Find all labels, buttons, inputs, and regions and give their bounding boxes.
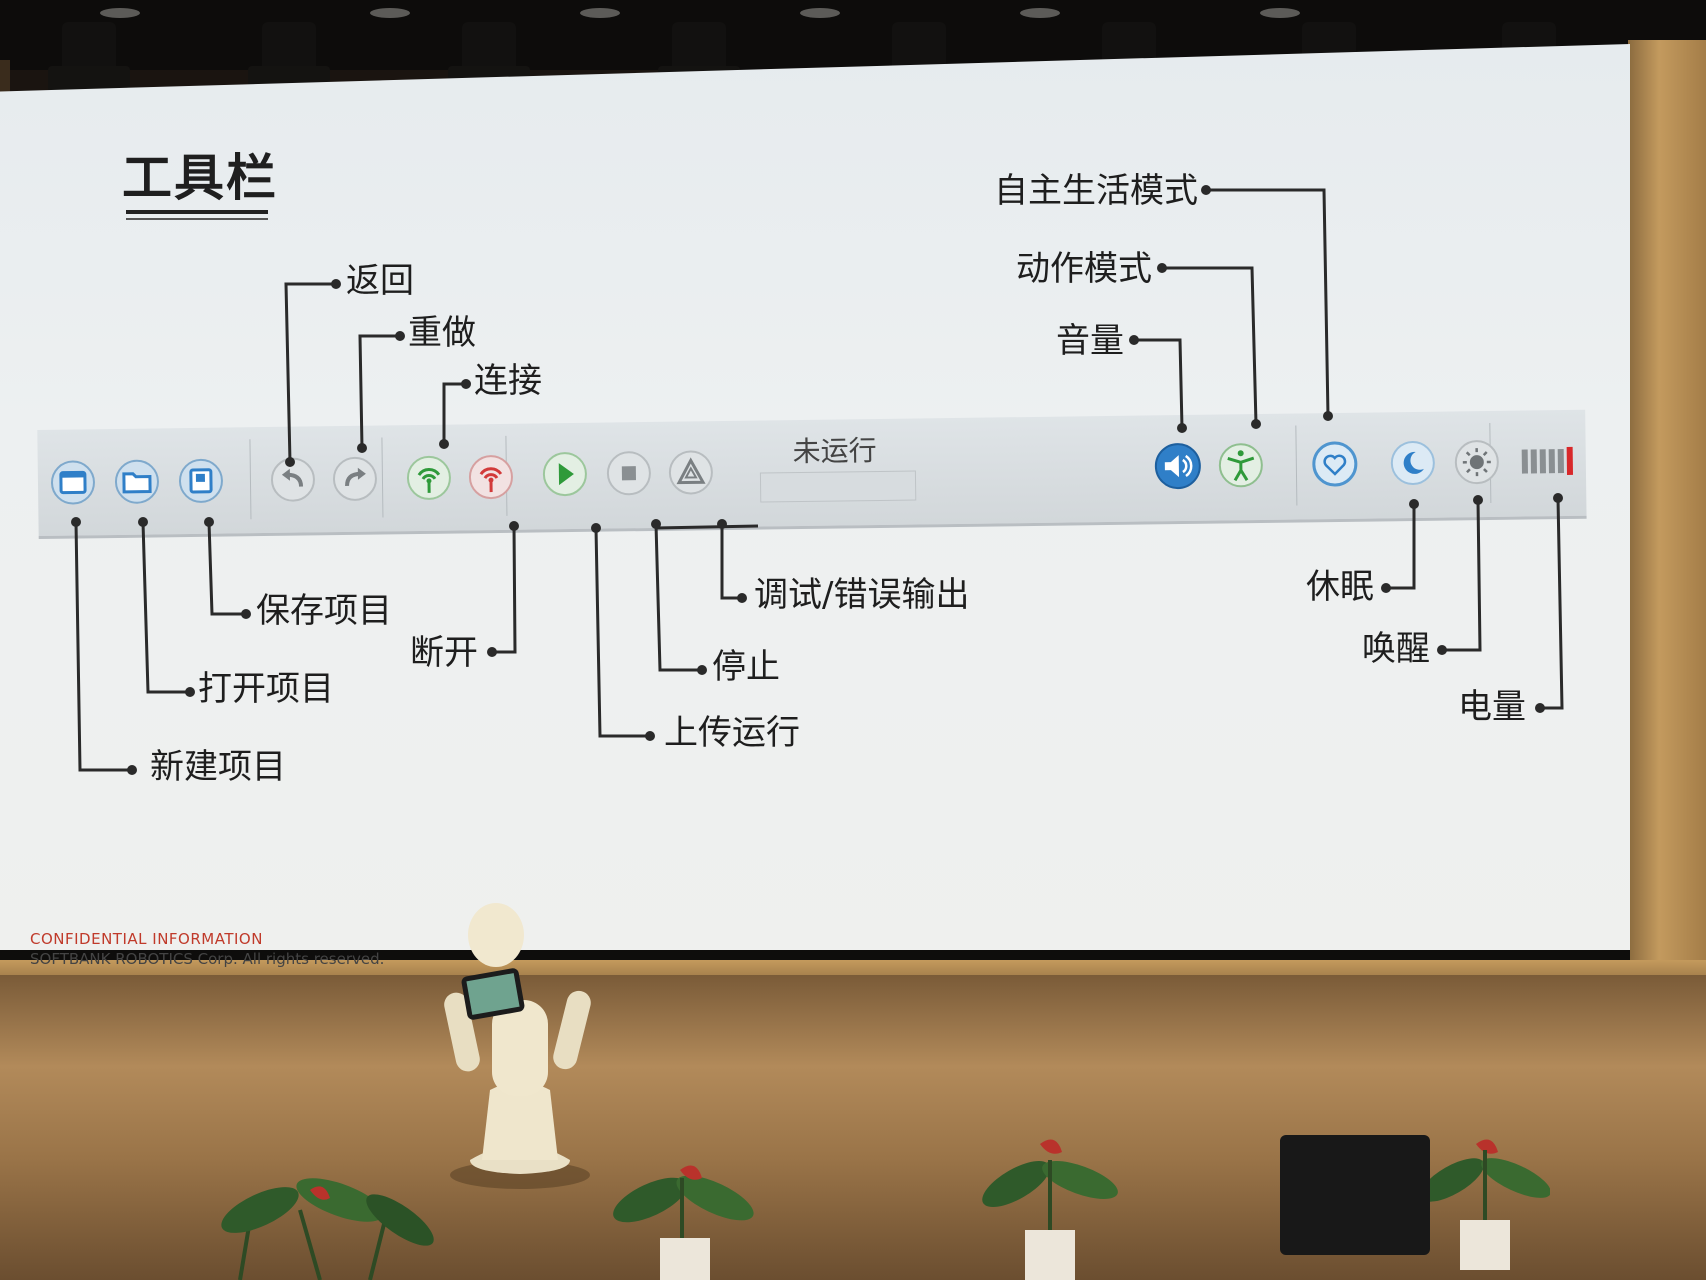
title-underline — [126, 210, 268, 214]
callout-volume: 音量 — [1056, 321, 1124, 361]
debug-output-button[interactable] — [666, 447, 717, 498]
callout-redo: 重做 — [408, 313, 476, 353]
autonomous-life-button[interactable] — [1310, 439, 1361, 490]
toolbar-separator — [381, 437, 384, 518]
callout-animation-mode: 动作模式 — [1016, 249, 1152, 289]
callout-sleep: 休眠 — [1306, 567, 1374, 607]
ceiling-spotlight — [800, 8, 840, 18]
copyright-notice: SOFTBANK ROBOTICS Corp. All rights reser… — [30, 950, 385, 968]
open-folder-icon — [114, 459, 159, 504]
choregraphe-toolbar: 未运行 — [37, 409, 1587, 539]
upload-run-button[interactable] — [540, 449, 591, 500]
potted-plant — [613, 1165, 754, 1280]
disconnect-button[interactable] — [466, 452, 517, 503]
animation-mode-icon — [1218, 443, 1263, 488]
heart-icon — [1312, 441, 1358, 487]
stage-monitor-speaker — [1280, 1135, 1430, 1255]
wake-button[interactable] — [1452, 437, 1503, 488]
potted-plant — [221, 1178, 434, 1280]
callout-open-project: 打开项目 — [198, 669, 334, 709]
sun-icon — [1454, 440, 1499, 485]
connect-icon — [406, 455, 451, 500]
callout-battery: 电量 — [1458, 687, 1526, 727]
battery-indicator — [1516, 436, 1577, 487]
ceiling-spotlight — [100, 8, 140, 18]
title-underline — [126, 218, 268, 220]
slide-title: 工具栏 — [122, 149, 278, 207]
pepper-robot — [444, 903, 591, 1189]
save-icon — [178, 458, 223, 503]
callout-save-project: 保存项目 — [256, 591, 392, 631]
stop-button[interactable] — [604, 448, 655, 499]
new-project-button[interactable] — [48, 457, 99, 508]
run-status-bar — [759, 470, 917, 503]
callout-undo: 返回 — [346, 261, 414, 301]
ceiling-spotlight — [370, 8, 410, 18]
debug-warning-icon — [668, 450, 713, 495]
confidential-notice: CONFIDENTIAL INFORMATION — [30, 930, 263, 948]
sleep-button[interactable] — [1388, 438, 1439, 489]
battery-icon — [1521, 446, 1574, 475]
ceiling-spotlight — [1020, 8, 1060, 18]
volume-icon — [1154, 443, 1201, 490]
callout-new-project: 新建项目 — [150, 747, 286, 787]
play-icon — [542, 452, 587, 497]
ceiling-spotlight — [580, 8, 620, 18]
callout-autonomous-life: 自主生活模式 — [994, 171, 1198, 211]
callout-stop: 停止 — [712, 647, 780, 687]
callout-upload-run: 上传运行 — [664, 713, 800, 753]
open-project-button[interactable] — [112, 456, 163, 507]
callout-connect: 连接 — [474, 361, 542, 401]
callout-disconnect: 断开 — [410, 633, 478, 673]
disconnect-icon — [468, 455, 513, 500]
potted-plant — [982, 1139, 1118, 1280]
potted-plant — [1420, 1139, 1550, 1270]
run-status-label: 未运行 — [792, 434, 877, 469]
connect-button[interactable] — [404, 453, 455, 504]
ceiling-spotlight — [1260, 8, 1300, 18]
redo-icon — [332, 456, 377, 501]
undo-icon — [270, 457, 315, 502]
save-project-button[interactable] — [176, 456, 227, 507]
wooden-wall-panel — [1628, 40, 1706, 960]
undo-button[interactable] — [268, 454, 319, 505]
callout-wake: 唤醒 — [1362, 629, 1430, 669]
moon-icon — [1390, 441, 1435, 486]
volume-button[interactable] — [1153, 441, 1204, 492]
animation-mode-button[interactable] — [1216, 440, 1267, 491]
stop-icon — [606, 451, 651, 496]
toolbar-separator — [249, 439, 252, 520]
new-project-icon — [50, 460, 95, 505]
redo-button[interactable] — [330, 454, 381, 505]
callout-debug-output: 调试/错误输出 — [754, 575, 970, 615]
toolbar-separator — [1295, 425, 1298, 506]
